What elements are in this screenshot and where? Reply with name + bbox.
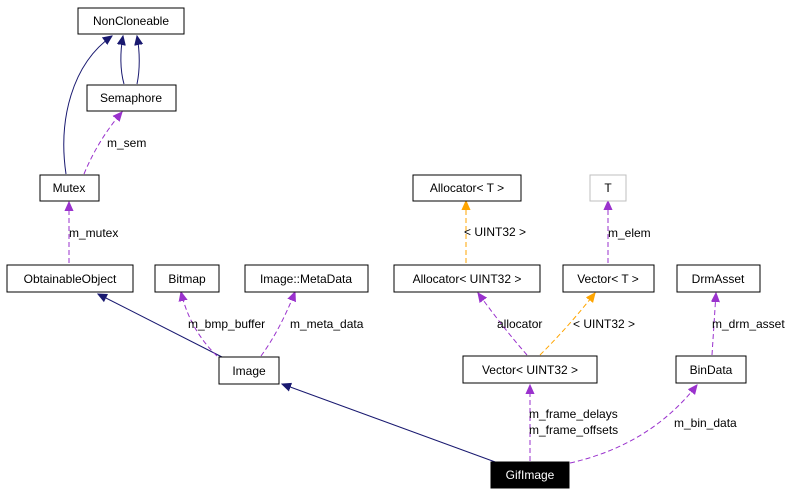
node-bindata[interactable]: BinData	[675, 355, 747, 384]
node-t[interactable]: T	[589, 174, 627, 202]
node-semaphore-label: Semaphore	[100, 91, 162, 105]
node-noncloneable-label: NonCloneable	[93, 14, 169, 28]
node-vector-t[interactable]: Vector< T >	[562, 264, 655, 293]
label-m-bin-data: m_bin_data	[674, 416, 737, 430]
node-vector-uint32-label: Vector< UINT32 >	[482, 363, 578, 377]
edge-vectoru-vectort	[539, 293, 595, 356]
edge-semaphore-noncloneable-2	[137, 36, 139, 85]
node-noncloneable[interactable]: NonCloneable	[77, 7, 185, 35]
label-m-bmp-buffer: m_bmp_buffer	[188, 317, 265, 331]
node-bitmap[interactable]: Bitmap	[154, 264, 220, 293]
edge-semaphore-noncloneable-1	[121, 36, 124, 85]
label-uint32-vector: < UINT32 >	[573, 317, 635, 331]
node-image[interactable]: Image	[218, 356, 280, 385]
edge-image-obtainableobject	[98, 294, 223, 358]
node-semaphore[interactable]: Semaphore	[86, 84, 177, 112]
node-t-label: T	[604, 181, 612, 195]
node-obtainableobject-label: ObtainableObject	[24, 272, 117, 286]
edge-mutex-noncloneable	[63, 36, 112, 175]
node-mutex[interactable]: Mutex	[39, 174, 100, 202]
node-vector-uint32[interactable]: Vector< UINT32 >	[462, 355, 598, 384]
node-image-metadata-label: Image::MetaData	[260, 272, 352, 286]
label-m-sem: m_sem	[107, 136, 146, 150]
edge-vectoru-allocatoru	[478, 293, 528, 356]
node-allocator-t[interactable]: Allocator< T >	[412, 174, 522, 202]
node-vector-t-label: Vector< T >	[577, 272, 639, 286]
node-allocator-uint32[interactable]: Allocator< UINT32 >	[393, 264, 541, 293]
label-m-elem: m_elem	[608, 226, 651, 240]
label-allocator: allocator	[497, 317, 542, 331]
node-mutex-label: Mutex	[53, 181, 86, 195]
label-uint32-allocator: < UINT32 >	[464, 225, 526, 239]
edge-gifimage-image	[282, 384, 499, 464]
label-m-frame-offsets: m_frame_offsets	[529, 423, 618, 437]
node-allocator-t-label: Allocator< T >	[430, 181, 504, 195]
node-gifimage-label: GifImage	[506, 468, 555, 482]
label-m-frame-delays: m_frame_delays	[529, 407, 618, 421]
node-drmasset[interactable]: DrmAsset	[676, 264, 761, 293]
node-obtainableobject[interactable]: ObtainableObject	[6, 264, 134, 293]
node-allocator-uint32-label: Allocator< UINT32 >	[413, 272, 522, 286]
label-m-drm-asset: m_drm_asset	[712, 317, 785, 331]
node-image-metadata[interactable]: Image::MetaData	[244, 264, 369, 293]
node-image-label: Image	[232, 364, 266, 378]
edge-image-bitmap	[181, 292, 218, 357]
node-gifimage[interactable]: GifImage	[490, 461, 570, 489]
node-bitmap-label: Bitmap	[168, 272, 206, 286]
node-bindata-label: BinData	[690, 363, 733, 377]
node-drmasset-label: DrmAsset	[692, 272, 745, 286]
edge-bindata-drmasset	[712, 293, 716, 356]
edge-gifimage-bindata	[569, 385, 697, 464]
label-m-mutex: m_mutex	[69, 226, 118, 240]
edge-mutex-semaphore	[83, 112, 122, 175]
label-m-meta-data: m_meta_data	[290, 317, 364, 331]
edge-image-metadata	[260, 292, 295, 357]
